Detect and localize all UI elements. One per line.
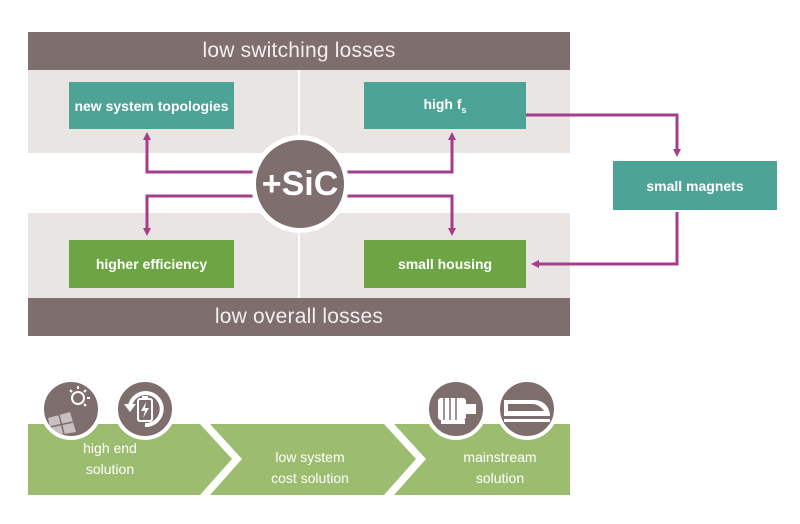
arrow-to-higher-efficiency [143,194,258,236]
ribbon-step-2-line1: low system [275,449,345,465]
top-divider [298,70,300,153]
solar-panel-icon [40,378,102,440]
ribbon-step-2-line2: cost solution [271,470,349,486]
small-magnets-label: small magnets [646,177,744,194]
ribbon-step-2 [210,424,416,495]
higher-efficiency-box: higher efficiency [69,240,234,288]
high-fs-box: high fs [364,82,526,129]
sic-label: +SiC [261,164,339,203]
higher-efficiency-label: higher efficiency [95,256,208,272]
arrow-high-fs-to-magnets [526,113,681,157]
ribbon-step-3-text: mainstream solution [430,447,570,489]
sic-circle: +SiC [251,135,349,233]
high-fs-label: high fs [423,96,467,115]
bottom-band-label: low overall losses [214,305,384,328]
arrow-to-new-topologies [143,132,258,174]
battery-charging-icon [114,378,176,440]
electric-motor-icon [425,378,487,440]
small-housing-box: small housing [364,240,526,288]
ribbon-step-1-line2: solution [85,461,135,477]
small-magnets-box: small magnets [613,161,777,210]
new-system-topologies-box: new system topologies [69,82,234,129]
ribbon-step-1-text: high end solution [50,438,170,480]
bottom-divider [298,213,300,298]
ribbon-step-3 [394,424,570,495]
ribbon-step-1-line1: high end [83,440,137,456]
top-band-label: low switching losses [202,39,396,62]
arrow-to-small-housing [346,194,456,236]
top-band: low switching losses [28,32,570,70]
small-housing-label: small housing [397,256,493,272]
new-system-topologies-label: new system topologies [74,97,229,114]
ribbon-step-1 [28,424,232,495]
ribbon-step-2-text: low system cost solution [240,447,380,489]
high-speed-train-icon [496,378,558,440]
arrow-magnets-to-housing [531,212,679,268]
ribbon-step-3-line2: solution [475,470,525,486]
bottom-band: low overall losses [28,298,570,336]
ribbon-step-3-line1: mainstream [463,449,537,465]
arrow-to-high-fs [346,132,456,174]
